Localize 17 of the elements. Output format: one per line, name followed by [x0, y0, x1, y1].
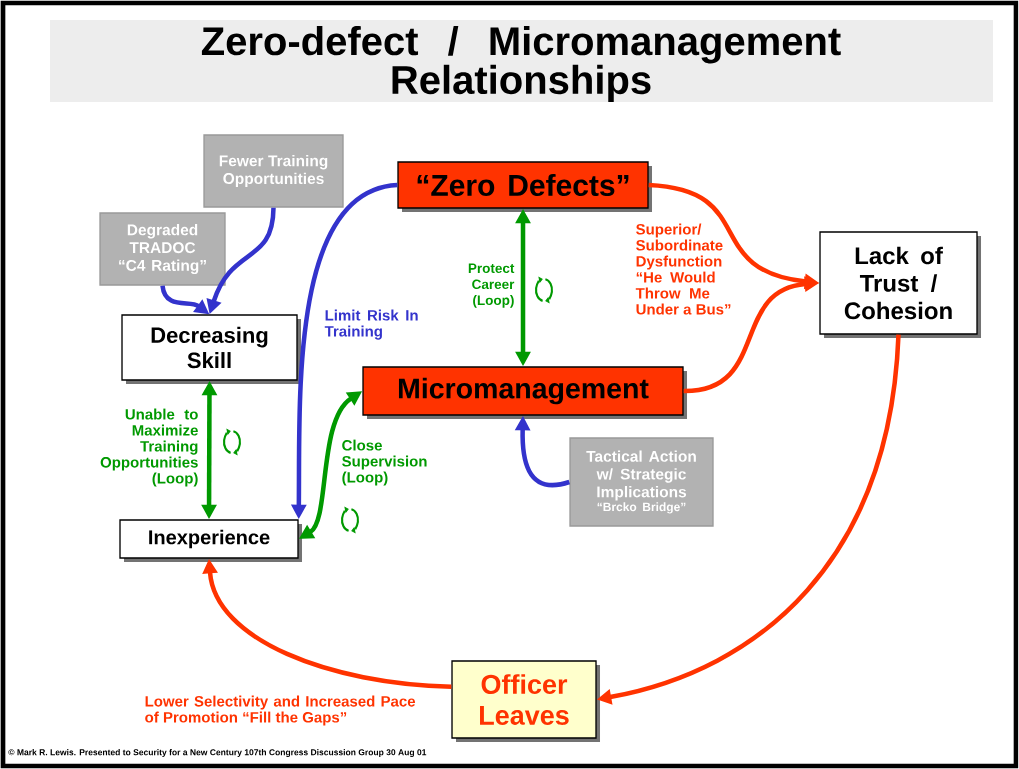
edge-label: Limit Risk In Training: [324, 309, 418, 340]
factor-box: Tactical Action w/ Strategic Implications “Brcko Bridge”: [569, 437, 714, 527]
process-box: Lack of Trust / Cohesion: [819, 231, 981, 338]
edge-label: Protect Career (Loop): [468, 263, 515, 308]
edge-label: Lower Selectivity and Increased Pace of Promotion “Fill the Gaps”: [145, 695, 416, 726]
factor-box: Fewer Training Opportunities: [203, 134, 344, 208]
process-box: Decreasing Skill: [121, 314, 301, 384]
process-box: Micromanagement: [362, 366, 687, 419]
title: Zero-defect / Micromanagement Relationships: [50, 20, 993, 103]
factor-box: Degraded TRADOC “C4 Rating”: [99, 212, 226, 286]
edge-label: Superior/ Subordinate Dysfunction “He Would Throw Me Under a Bus”: [635, 223, 731, 315]
process-box: Inexperience: [119, 519, 302, 562]
footer-note: © Mark R. Lewis. Presented to Security for a New Century 107th Congress Discussion Group 30 Aug 01: [8, 749, 427, 757]
process-box: “Zero Defects”: [397, 161, 652, 212]
outcome-box: Officer Leaves: [451, 660, 600, 742]
edge-label: Close Supervision (Loop): [342, 439, 427, 486]
edge-label: Unable to Maximize Training Opportunities (Loop): [100, 408, 198, 487]
